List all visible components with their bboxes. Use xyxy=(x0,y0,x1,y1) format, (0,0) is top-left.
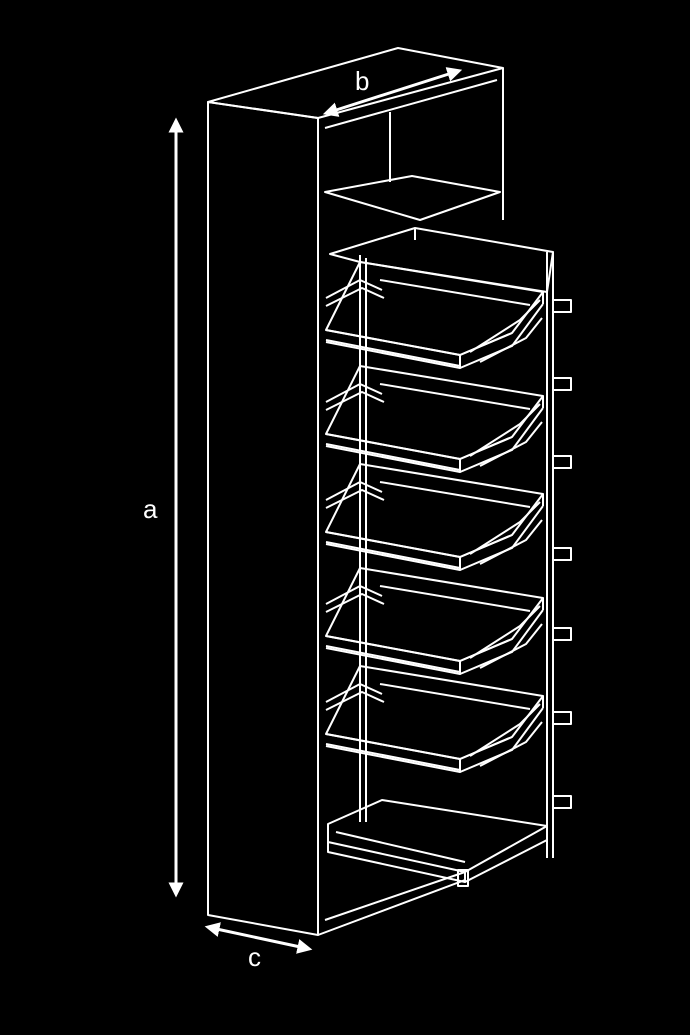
bracket-3 xyxy=(552,455,572,469)
dimension-c-arrow xyxy=(204,922,313,954)
dimension-b-label: b xyxy=(355,66,370,96)
bracket-4 xyxy=(552,547,572,561)
dimension-a-label: a xyxy=(143,494,158,524)
cabinet-side-panel xyxy=(207,101,319,936)
bracket-1 xyxy=(552,299,572,313)
cabinet-upper-shelf xyxy=(324,175,501,221)
cabinet-bottom-edge xyxy=(317,879,466,936)
wire-baskets xyxy=(325,261,544,773)
bracket-2 xyxy=(552,377,572,391)
wire-basket xyxy=(325,261,544,369)
mounting-brackets xyxy=(552,299,572,809)
frame-top-header xyxy=(329,227,554,293)
bracket-7 xyxy=(552,795,572,809)
bracket-6 xyxy=(552,711,572,725)
tray-right-lip xyxy=(464,826,548,883)
cabinet-front-lower-edge xyxy=(324,871,466,921)
dimension-c-label: c xyxy=(248,942,261,972)
tray-inner-line xyxy=(335,831,466,863)
wire-basket-3 xyxy=(325,463,544,571)
bracket-5 xyxy=(552,627,572,641)
wire-basket-4 xyxy=(325,567,544,675)
tray-front-lip xyxy=(327,842,466,883)
dimension-b-arrow xyxy=(322,67,463,117)
tray-top xyxy=(327,799,548,873)
wire-basket-2 xyxy=(325,365,544,473)
tray-foot xyxy=(457,869,469,887)
wire-basket-5 xyxy=(325,665,544,773)
bottom-tray xyxy=(327,799,548,887)
cabinet-body xyxy=(207,47,504,936)
